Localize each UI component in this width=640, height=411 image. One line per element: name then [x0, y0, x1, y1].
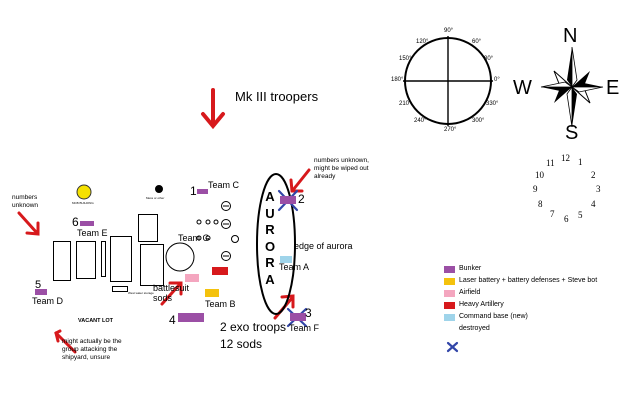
- team-b-number: 4: [169, 313, 176, 327]
- team-e-number: 6: [72, 215, 79, 229]
- team-d-bunker: [35, 289, 47, 295]
- legend-swatch-laser: [444, 278, 455, 285]
- team-c-bunker: [197, 189, 208, 194]
- team-b-bunker: [178, 313, 204, 322]
- team-e-bunker: [80, 221, 94, 226]
- legend-item-laser: Laser battery + battery defenses + Steve…: [444, 276, 634, 288]
- team-d-label: Team D: [32, 296, 64, 306]
- compass-w: W: [513, 77, 532, 99]
- compass-icon: [540, 46, 604, 128]
- team-a-label: Team A: [279, 262, 310, 272]
- aurora-letters: A U R O R A: [264, 189, 276, 287]
- team2-arrow-icon: [289, 168, 311, 193]
- team-f-bunker: [290, 313, 306, 321]
- team-c-number: 1: [190, 184, 197, 198]
- mcb-building-label: MCB BUILDING: [72, 201, 94, 205]
- legend-swatch-artillery: [444, 302, 455, 309]
- mk3-label: Mk III troopers: [235, 89, 319, 104]
- team-g-label: Team G: [178, 233, 210, 243]
- exo-troops-label: 2 exo troops: [220, 320, 287, 334]
- numbers-unknown-left: numbers unknown: [12, 194, 39, 209]
- degree-circle: [403, 36, 493, 126]
- building-block: [112, 286, 128, 292]
- building-block: [138, 214, 158, 242]
- mk3-arrow-icon: [201, 88, 225, 130]
- team-f-number: 3: [305, 306, 312, 320]
- battlesuit-sods-label: battlesuit sods: [153, 283, 190, 303]
- vacant-arrow-icon: [54, 329, 77, 354]
- group-attacking-note: might actually be the group attacking th…: [62, 338, 122, 361]
- compass-n: N: [563, 25, 578, 47]
- west-water-label: West water storage: [128, 291, 154, 295]
- edge-of-aurora-label: edge of aurora: [294, 241, 353, 251]
- map-symbols: [76, 184, 239, 272]
- building-block: [140, 244, 164, 286]
- heavy-artillery-marker: [212, 267, 228, 275]
- vacant-lot-label: VACANT LOT: [78, 318, 114, 324]
- team-a-bunker: [280, 196, 296, 204]
- team4-arrow-icon: [160, 281, 183, 306]
- team-a-number: 2: [298, 192, 305, 206]
- legend-item-artillery: Heavy Artillery: [444, 300, 634, 312]
- building-block: [53, 241, 71, 281]
- left-arrow-icon: [17, 211, 40, 236]
- team-a-command-base: [280, 256, 292, 263]
- legend-swatch-command: [444, 314, 455, 321]
- mess-building-label: Mess or other: [146, 196, 165, 200]
- legend: Bunker Laser battery + battery defenses …: [444, 264, 634, 336]
- team-b-label: Team B: [205, 299, 236, 309]
- team-d-number: 5: [35, 279, 42, 291]
- compass-e: E: [606, 77, 620, 99]
- legend-item-bunker: Bunker: [444, 264, 634, 276]
- numbers-unknown-right: numbers unknown, might be wiped out alre…: [314, 157, 369, 180]
- sods-count-label: 12 sods: [220, 337, 263, 351]
- airfield-marker: [185, 274, 199, 282]
- aurora-ellipse: [256, 173, 296, 315]
- legend-item-airfield: Airfield: [444, 288, 634, 300]
- building-block: [110, 236, 132, 282]
- legend-item-destroyed: destroyed: [459, 325, 490, 332]
- legend-swatch-bunker: [444, 266, 455, 273]
- team-e-label: Team E: [77, 228, 108, 238]
- team-f-label: Team F: [289, 323, 320, 333]
- legend-item-command: Command base (new): [444, 312, 634, 324]
- compass-s: S: [565, 122, 579, 144]
- building-block: [101, 241, 106, 277]
- building-block: [76, 241, 96, 279]
- legend-swatch-airfield: [444, 290, 455, 297]
- team-c-label: Team C: [208, 180, 240, 190]
- laser-battery-marker: [205, 289, 219, 297]
